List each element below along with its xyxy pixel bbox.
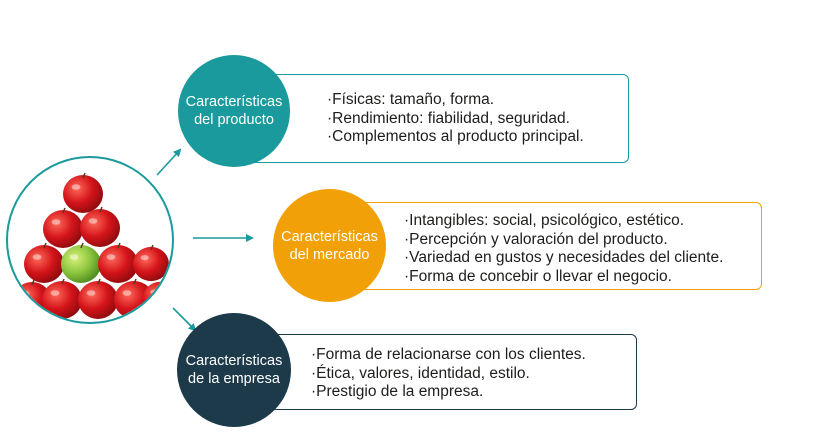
red-apple (143, 279, 172, 315)
list-item: ·Complementos al producto principal. (327, 128, 584, 145)
red-apple (13, 279, 51, 319)
producto-list: ·Físicas: tamaño, forma. ·Rendimiento: f… (327, 91, 628, 147)
producto-circle: Características del producto (178, 55, 290, 167)
empresa-title: Características de la empresa (185, 353, 283, 387)
empresa-list: ·Forma de relacionarse con los clientes.… (311, 346, 636, 402)
mercado-title: Características del mercado (281, 228, 378, 263)
red-apple (80, 206, 120, 247)
red-apple (24, 242, 64, 283)
apple-pyramid-hub (6, 156, 174, 324)
list-item: ·Prestigio de la empresa. (311, 383, 484, 400)
list-item: ·Intangibles: social, psicológico, estét… (404, 212, 685, 229)
red-apple (43, 207, 83, 248)
mercado-circle: Características del mercado (273, 189, 386, 302)
red-apple (63, 172, 103, 213)
red-apple (114, 278, 154, 319)
list-item: ·Forma de concebir o llevar el negocio. (404, 267, 672, 285)
list-item: ·Forma de relacionarse con los clientes. (311, 346, 586, 363)
mercado-list: ·Intangibles: social, psicológico, estét… (404, 212, 761, 286)
producto-title: Características del producto (185, 94, 283, 128)
red-apple (133, 244, 169, 282)
list-item: ·Físicas: tamaño, forma. (327, 91, 495, 108)
list-item: ·Rendimiento: fiabilidad, seguridad. (327, 109, 570, 127)
list-item: ·Percepción y valoración del producto. (404, 230, 668, 248)
apple-pyramid-icon (13, 172, 172, 319)
red-apple (98, 242, 138, 283)
producto-box: ·Físicas: tamaño, forma. ·Rendimiento: f… (230, 74, 629, 163)
list-item: ·Variedad en gustos y necesidades del cl… (404, 249, 724, 266)
arrow-to-empresa (172, 307, 197, 332)
empresa-circle: Características de la empresa (177, 313, 291, 427)
red-apple (78, 278, 118, 319)
green-apple (61, 242, 101, 283)
list-item: ·Ética, valores, identidad, estilo. (311, 364, 530, 382)
red-apple (42, 278, 82, 319)
